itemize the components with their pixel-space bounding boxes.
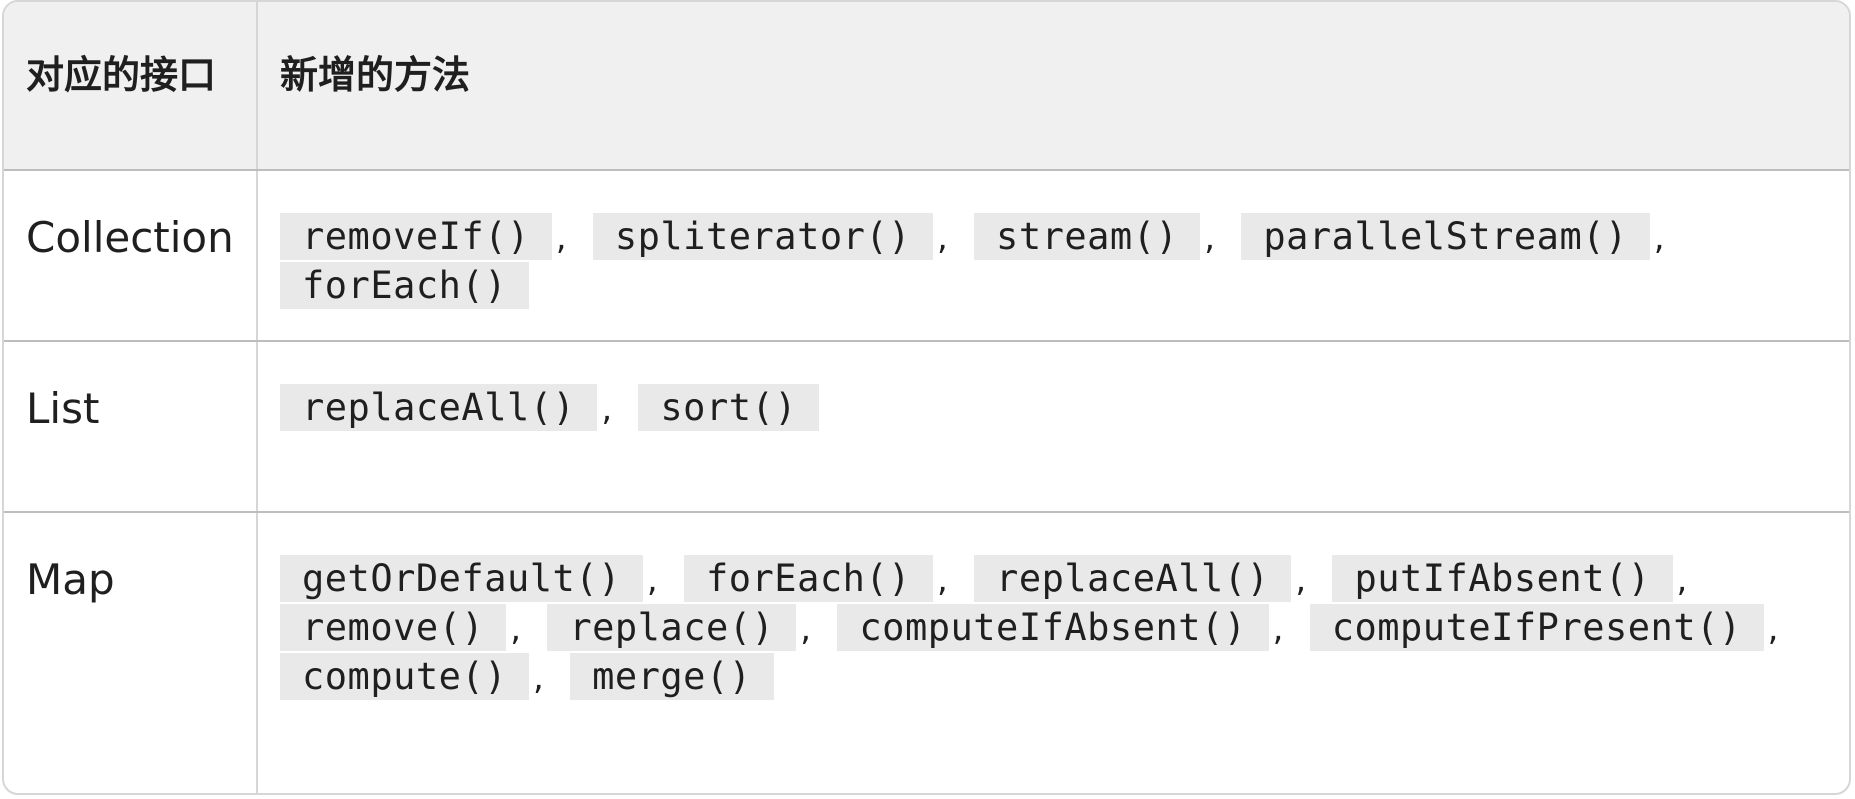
method-code: spliterator()	[592, 213, 933, 260]
method-code: forEach()	[280, 262, 529, 309]
method-separator: ,	[936, 560, 948, 600]
method-code: replaceAll()	[280, 384, 598, 431]
method-code: getOrDefault()	[280, 555, 643, 602]
method-code: compute()	[280, 653, 529, 700]
method-separator: ,	[646, 560, 658, 600]
method-separator: ,	[1295, 560, 1307, 600]
method-code: computeIfAbsent()	[837, 604, 1269, 651]
table-row: List replaceAll(), sort()	[4, 341, 1849, 513]
method-separator: ,	[1272, 609, 1284, 649]
method-code: putIfAbsent()	[1332, 555, 1673, 602]
method-code: removeIf()	[280, 213, 552, 260]
method-separator: ,	[532, 658, 544, 698]
method-code: replaceAll()	[974, 555, 1292, 602]
table-body: Collection removeIf(), spliterator(), st…	[4, 170, 1849, 793]
method-list: removeIf(), spliterator(), stream(), par…	[257, 170, 1849, 342]
method-code: forEach()	[683, 555, 933, 602]
method-list: replaceAll(), sort()	[257, 341, 1849, 513]
method-separator: ,	[1767, 609, 1779, 649]
method-code: sort()	[638, 384, 820, 431]
header-row: 对应的接口 新增的方法	[4, 2, 1849, 171]
table-row: Map getOrDefault(), forEach(), replaceAl…	[4, 512, 1849, 793]
method-separator: ,	[1204, 218, 1216, 258]
interface-name: Collection	[4, 170, 258, 342]
interface-name: List	[4, 341, 258, 513]
header-interface: 对应的接口	[4, 2, 258, 171]
interface-name: Map	[4, 512, 258, 793]
table-row: Collection removeIf(), spliterator(), st…	[4, 170, 1849, 342]
method-code: merge()	[570, 653, 774, 700]
method-list: getOrDefault(), forEach(), replaceAll(),…	[257, 512, 1849, 793]
header-methods: 新增的方法	[257, 2, 1849, 171]
method-separator: ,	[601, 389, 613, 429]
table-header: 对应的接口 新增的方法	[4, 2, 1849, 171]
method-code: remove()	[280, 604, 507, 651]
method-code: stream()	[974, 213, 1201, 260]
method-separator: ,	[510, 609, 522, 649]
method-separator: ,	[555, 218, 567, 258]
table: 对应的接口 新增的方法 Collection removeIf(), split…	[4, 2, 1849, 793]
method-separator: ,	[800, 609, 812, 649]
method-separator: ,	[1653, 218, 1665, 258]
method-code: replace()	[547, 604, 797, 651]
method-separator: ,	[936, 218, 948, 258]
method-code: computeIfPresent()	[1309, 604, 1764, 651]
method-separator: ,	[1676, 560, 1688, 600]
method-code: parallelStream()	[1241, 213, 1650, 260]
